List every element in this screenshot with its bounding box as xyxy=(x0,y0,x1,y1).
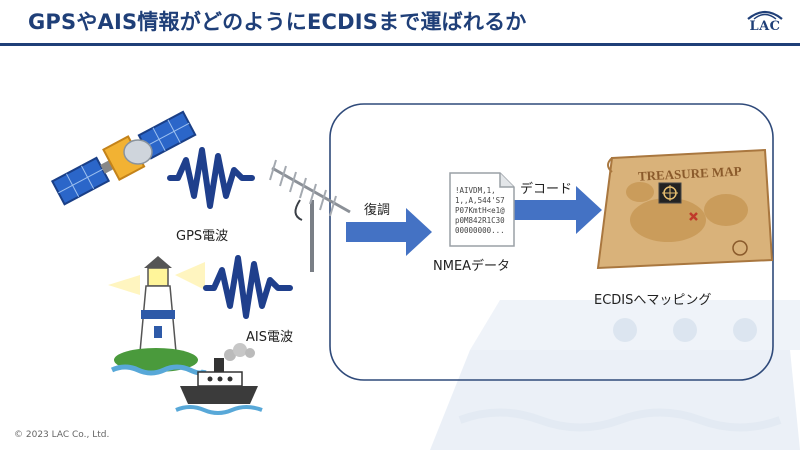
ais-wave-label: AIS電波 xyxy=(246,330,293,345)
satellite-icon xyxy=(50,110,197,206)
lighthouse-icon xyxy=(108,256,207,376)
treasure-map-title: TREASURE MAP xyxy=(638,163,742,183)
antenna-icon xyxy=(269,159,351,272)
nmea-sentence: !AIVDM,1,1,,A,544'S7P07KmtH<e1@p0M842R1C… xyxy=(455,186,505,235)
slide-title: GPSやAIS情報がどのようにECDISまで運ばれるか xyxy=(28,10,527,34)
ais-wave-icon xyxy=(203,255,293,319)
decode-label: デコード xyxy=(520,182,573,197)
decode-arrow-icon xyxy=(512,186,602,234)
demodulate-label: 復調 xyxy=(364,203,391,218)
gps-wave-label: GPS電波 xyxy=(176,229,229,244)
gps-wave-icon xyxy=(167,147,255,209)
ship-background-icon xyxy=(430,300,800,450)
boat-icon xyxy=(175,343,263,415)
document-icon xyxy=(449,172,515,247)
demodulate-arrow-icon xyxy=(346,208,432,256)
satellite-dish xyxy=(123,139,153,165)
ecdis-mapping-label: ECDISへマッピング xyxy=(594,293,712,308)
treasure-map-icon xyxy=(596,148,774,270)
logo-text: LAC xyxy=(749,19,781,34)
logo-arc-icon xyxy=(747,10,783,20)
title-divider xyxy=(0,43,800,46)
process-frame xyxy=(329,103,774,381)
copyright: © 2023 LAC Co., Ltd. xyxy=(14,430,110,440)
lac-logo: LAC xyxy=(744,6,786,38)
nmea-data-label: NMEAデータ xyxy=(433,259,511,274)
